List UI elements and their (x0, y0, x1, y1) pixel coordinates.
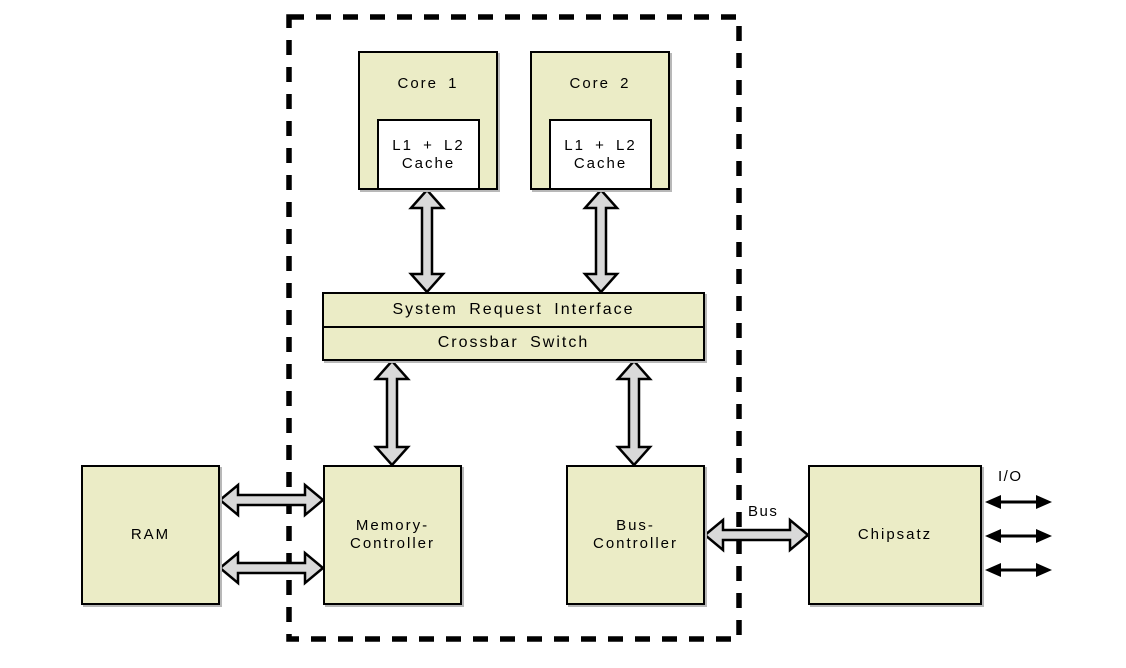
core2-block: Core 2 L1 + L2 Cache (530, 51, 670, 190)
io-annotation: I/O (998, 468, 1023, 485)
core1-cache-block: L1 + L2 Cache (377, 119, 480, 190)
io-arrow-1 (985, 495, 1052, 509)
io-arrow-3 (985, 563, 1052, 577)
core1-cache-line1: L1 + L2 (392, 136, 465, 154)
core1-label: Core 1 (397, 75, 459, 92)
ram-label: RAM (130, 525, 171, 543)
chipset-block: Chipsatz (808, 465, 982, 605)
core1-block: Core 1 L1 + L2 Cache (358, 51, 498, 190)
io-arrow-2 (985, 529, 1052, 543)
arrow-cache2-sri (582, 188, 620, 294)
bus-controller-line2: Controller (592, 535, 679, 552)
cpu-die-boundary (286, 14, 742, 642)
arrow-ram-memory-controller-upper (218, 482, 325, 518)
arrow-crossbar-bus-controller (615, 359, 653, 467)
crossbar-switch-bar: Crossbar Switch (324, 328, 703, 360)
ram-block: RAM (81, 465, 220, 605)
core1-cache-line2: Cache (401, 154, 456, 172)
crossbar-switch-label: Crossbar Switch (437, 334, 590, 352)
memory-controller-block: Memory- Controller (323, 465, 462, 605)
bus-annotation: Bus (748, 503, 779, 520)
memory-controller-line1: Memory- (355, 517, 430, 534)
arrow-bus-controller-chipset (703, 517, 810, 553)
core2-cache-line1: L1 + L2 (564, 136, 637, 154)
bus-controller-block: Bus- Controller (566, 465, 705, 605)
interconnect-block: System Request Interface Crossbar Switch (322, 292, 705, 361)
core2-cache-block: L1 + L2 Cache (549, 119, 652, 190)
arrow-ram-memory-controller-lower (218, 550, 325, 586)
system-request-interface-label: System Request Interface (392, 300, 635, 318)
core2-cache-line2: Cache (573, 154, 628, 172)
memory-controller-line2: Controller (349, 535, 436, 552)
core2-label: Core 2 (569, 75, 631, 92)
bus-controller-line1: Bus- (616, 517, 655, 534)
system-request-interface-bar: System Request Interface (324, 294, 703, 328)
chipset-label: Chipsatz (857, 525, 933, 543)
arrow-crossbar-memory-controller (373, 359, 411, 467)
arrow-cache1-sri (408, 188, 446, 294)
